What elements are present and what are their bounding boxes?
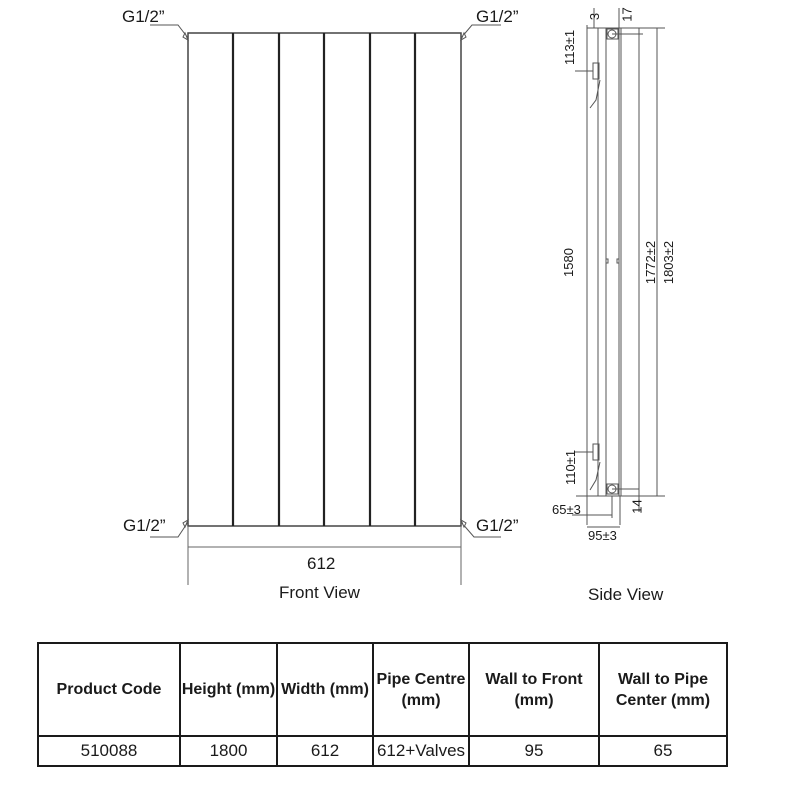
dim-inner-height: 1772±2	[643, 240, 659, 285]
connection-label-top-right: G1/2”	[476, 7, 519, 26]
header-height: Height (mm)	[179, 642, 278, 737]
dim-pipe-centre-height: 1580	[560, 248, 576, 277]
dim-bottom-bracket: 110±1	[563, 449, 579, 486]
technical-drawing: G1/2” G1/2” G1/2” G1/2” 612 Front View 3…	[122, 7, 677, 604]
dim-overall-height: 1803±2	[661, 240, 677, 285]
cell-pipe-centre: 612+Valves	[372, 735, 470, 767]
cell-wall-to-pipe-center: 65	[598, 735, 728, 767]
table-row: 510088 1800 612 612+Valves 95 65	[37, 735, 728, 767]
dim-wall-to-pipe: 65±3	[552, 502, 581, 517]
side-view-title: Side View	[588, 585, 664, 604]
header-wall-to-front: Wall to Front (mm)	[468, 642, 600, 737]
dim-bottom-offset: 14	[629, 499, 645, 514]
spec-table: Product Code Height (mm) Width (mm) Pipe…	[37, 642, 728, 767]
connection-label-bottom-right: G1/2”	[476, 516, 519, 535]
header-pipe-centre: Pipe Centre (mm)	[372, 642, 470, 737]
front-view-title: Front View	[279, 583, 360, 602]
cell-width: 612	[276, 735, 374, 767]
dim-wall-to-front: 95±3	[588, 528, 617, 543]
cell-wall-to-front: 95	[468, 735, 600, 767]
cell-height: 1800	[179, 735, 278, 767]
spec-table-header-row: Product Code Height (mm) Width (mm) Pipe…	[37, 642, 728, 737]
drawing-canvas	[150, 8, 665, 585]
width-dimension-label: 612	[307, 554, 336, 573]
dim-top-bracket: 113±1	[562, 29, 578, 66]
front-view-outline	[187, 32, 462, 527]
connection-label-bottom-left: G1/2”	[123, 516, 166, 535]
dim-top-offset: 3	[587, 12, 603, 21]
header-product-code: Product Code	[37, 642, 181, 737]
header-width: Width (mm)	[276, 642, 374, 737]
dim-top-depth: 17	[619, 7, 635, 22]
cell-product-code: 510088	[37, 735, 181, 767]
connection-label-top-left: G1/2”	[122, 7, 165, 26]
header-wall-to-pipe-center: Wall to Pipe Center (mm)	[598, 642, 728, 737]
